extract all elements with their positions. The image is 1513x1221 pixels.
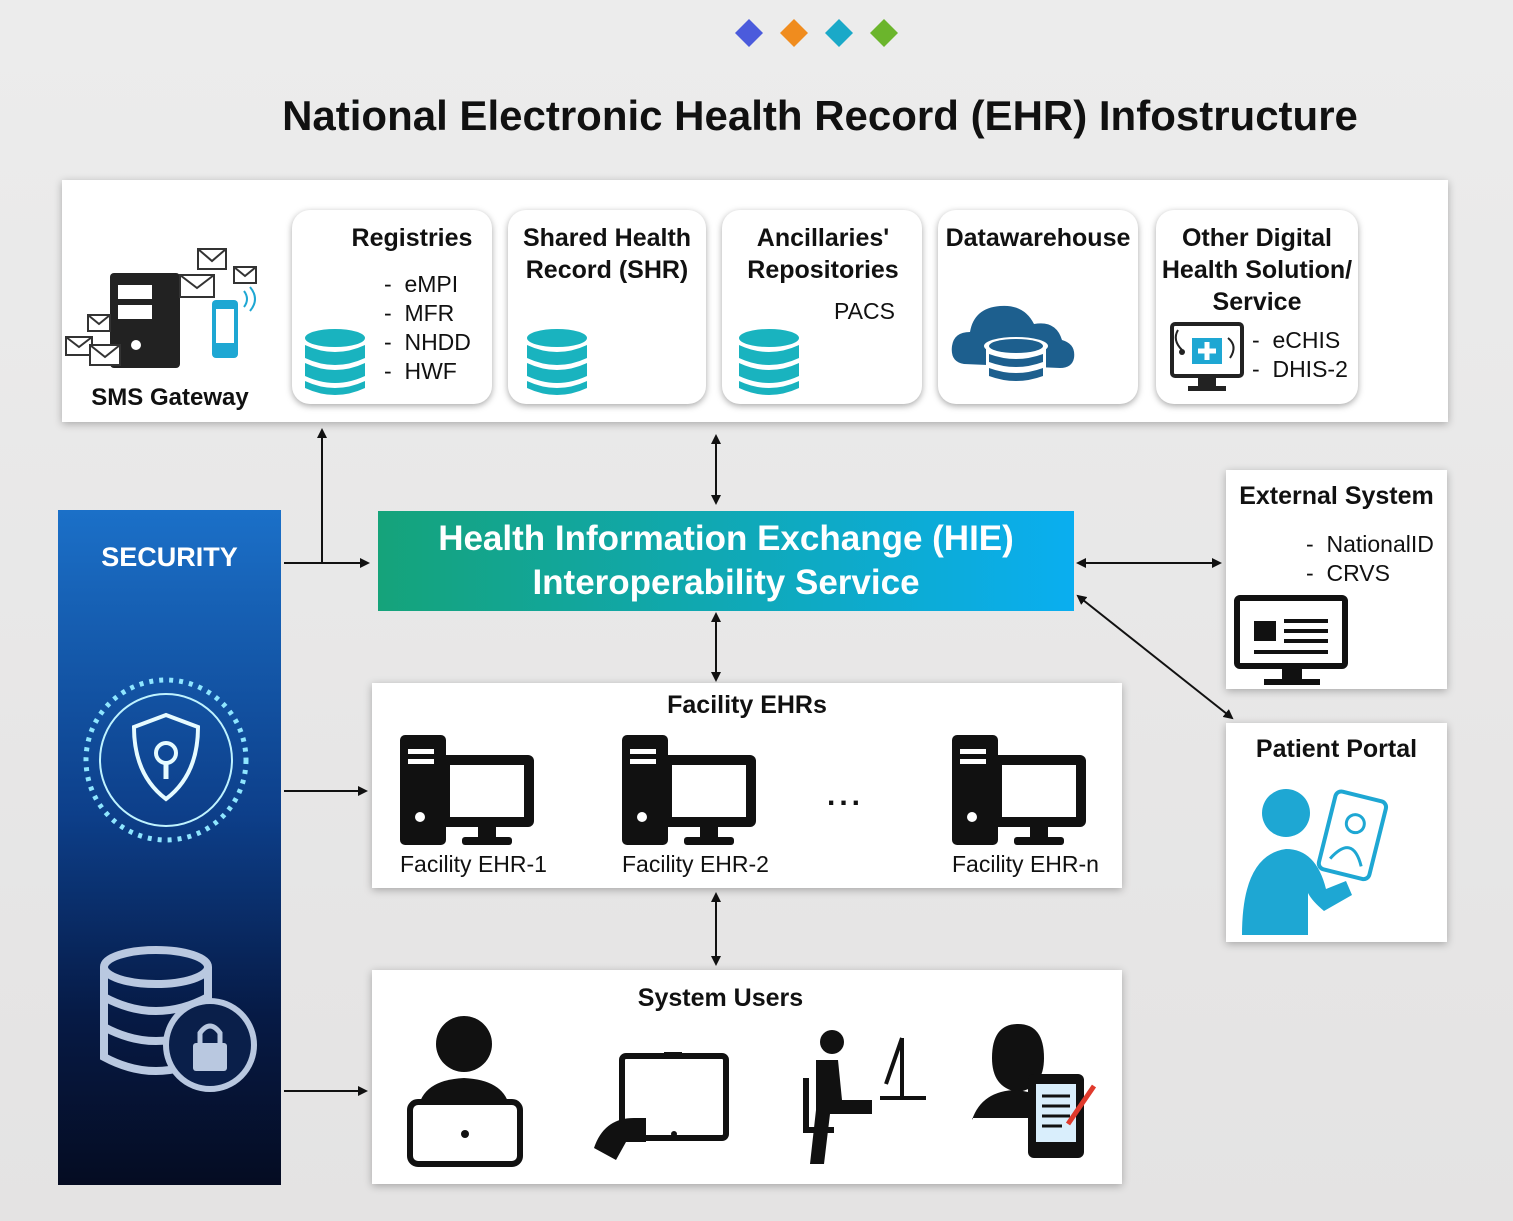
database-icon [739,329,799,395]
facility-ehr-label: Facility EHR-2 [622,851,769,877]
security-label: SECURITY [101,542,238,572]
sms-gateway-label: SMS Gateway [91,384,249,411]
user-ereader-icon [972,1024,1097,1158]
workstation-icon [622,735,756,845]
hie-bar: Health Information Exchange (HIE) Intero… [378,511,1074,611]
database-icon [305,329,365,395]
facility-ehr-label: Facility EHR-n [952,851,1099,877]
page-title: National Electronic Health Record (EHR) … [282,92,1358,139]
database-lock-icon [100,946,257,1092]
health-monitor-icon [1170,322,1244,391]
registries-list: eMPI MFR NHDD HWF [384,270,471,386]
workstation-icon [952,735,1086,845]
patient-tablet-icon [1242,789,1389,935]
registries-card: Registries eMPI MFR NHDD HWF [292,210,492,404]
datawarehouse-card: Datawarehouse [938,210,1138,404]
shr-title: Shared Health Record (SHR) [522,224,692,284]
ancillaries-item: PACS [834,298,895,324]
shr-card: Shared Health Record (SHR) [508,210,706,404]
other-dhs-item: eCHIS [1252,326,1348,355]
registry-item: NHDD [384,328,470,357]
cloud-database-icon [951,305,1075,382]
external-system-list: NationalID CRVS [1306,530,1434,588]
diamond-teal [825,19,853,47]
other-dhs-title: Other Digital Health Solution/ Service [1161,224,1353,316]
external-item: CRVS [1306,559,1434,588]
registry-item: HWF [384,357,471,386]
patient-portal-title: Patient Portal [1255,735,1418,763]
diamond-blue [735,19,763,47]
registries-title: Registries [351,224,473,252]
sms-gateway-icon [65,248,257,368]
ancillaries-card: Ancillaries' Repositories PACS [722,210,922,404]
external-system-panel: External System NationalID CRVS [1226,470,1447,689]
ancillaries-title: Ancillaries' Repositories [747,224,899,284]
other-dhs-list: eCHIS DHIS-2 [1252,326,1348,384]
person-computer-icon [803,1030,926,1164]
database-icon [527,329,587,395]
diamond-orange [780,19,808,47]
facility-ehrs-title: Facility EHRs [667,691,827,719]
other-dhs-item: DHIS-2 [1252,355,1347,384]
facility-ehrs-panel: Facility EHRs Facility EHR-1 Facility EH… [372,683,1122,888]
decor-diamonds [735,19,898,47]
tablet-hand-icon [594,1052,729,1160]
system-users-title: System Users [637,984,804,1012]
user-laptop-icon [407,1016,523,1167]
datawarehouse-title: Datawarehouse [945,224,1131,252]
security-panel: SECURITY [58,510,281,1185]
diamond-green [870,19,898,47]
hie-line2: Interoperability Service [532,563,920,602]
registry-item: eMPI [384,270,471,299]
shield-lock-icon [83,677,249,843]
workstation-icon [400,735,534,845]
patient-portal-panel: Patient Portal [1226,723,1447,942]
facility-ellipsis: ... [827,779,865,812]
monitor-icon [1234,595,1348,685]
external-system-title: External System [1239,482,1434,510]
hie-line1: Health Information Exchange (HIE) [438,519,1014,558]
facility-ehr-label: Facility EHR-1 [400,851,547,877]
other-dhs-card: Other Digital Health Solution/ Service e… [1156,210,1358,404]
registry-item: MFR [384,299,471,328]
external-item: NationalID [1306,530,1433,559]
system-users-panel: System Users [372,970,1122,1184]
connector-hie-portal [1076,594,1234,720]
